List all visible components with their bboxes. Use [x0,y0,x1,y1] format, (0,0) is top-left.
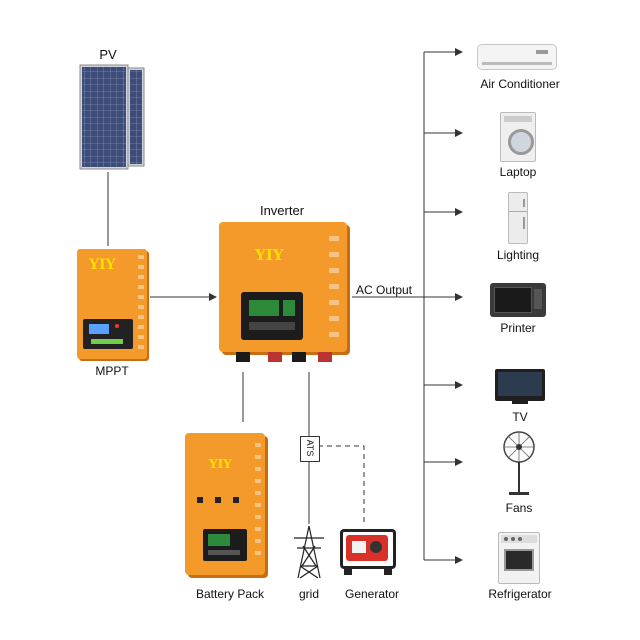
battery-pack-device: YIY [185,433,265,575]
ats-box: ATS [300,436,320,462]
battery-brand: YIY [209,457,232,471]
tv-icon [495,369,545,401]
load-label-refrigerator: Refrigerator [488,587,552,601]
stove-icon [498,532,540,584]
inverter-terminals [232,352,340,366]
ac-output-label: AC Output [355,283,413,297]
microwave-icon [490,283,546,317]
load-label-tv: TV [512,410,528,424]
washing-machine-icon [500,112,536,162]
inverter-brand: YIY [255,246,284,264]
inverter-display [241,292,303,340]
load-label-fans: Fans [505,501,533,515]
generator-label: Generator [344,587,400,601]
load-label-printer: Printer [500,321,536,335]
load-label-air-conditioner: Air Conditioner [480,77,560,91]
mppt-display [83,319,133,349]
battery-display [203,529,247,561]
mppt-brand: YIY [89,257,116,273]
generator-icon [338,525,398,575]
load-label-lighting: Lighting [496,248,540,262]
ats-label: ATS [305,439,315,457]
mppt-label: MPPT [95,364,129,378]
refrigerator-tall-icon [508,192,528,244]
mppt-device: YIY [77,249,147,359]
ats-generator-dashed-line [318,445,365,524]
load-label-laptop: Laptop [499,165,537,179]
pv-label: PV [99,47,117,62]
air-conditioner-icon [477,44,557,70]
inverter-label: Inverter [259,203,305,218]
grid-label: grid [298,587,319,601]
inverter-device: YIY [219,222,347,352]
battery-pack-label: Battery Pack [195,587,265,601]
